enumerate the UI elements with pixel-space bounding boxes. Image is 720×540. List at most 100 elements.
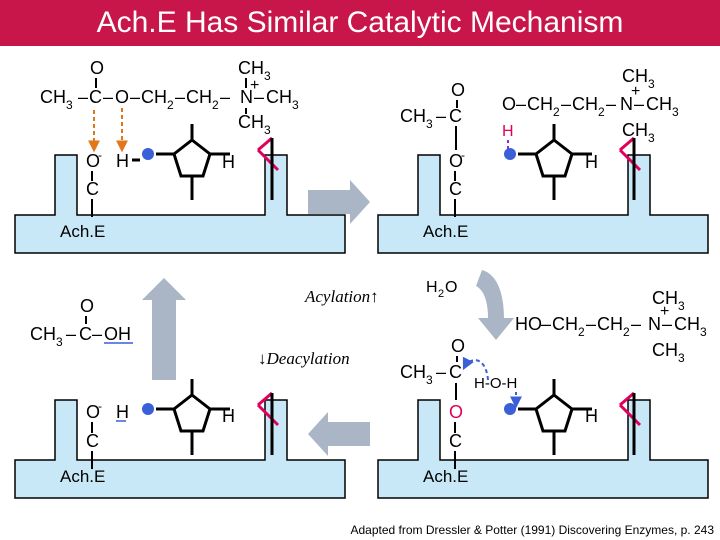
ammonium-charge-tr: +	[631, 83, 640, 100]
n-methyl-right-br: CH	[674, 314, 700, 334]
bond-tl-4: –	[175, 87, 185, 107]
methyl-tr: CH	[400, 106, 426, 126]
histidine-h-bottom-right: H	[585, 406, 598, 426]
bond-br-1: –	[436, 362, 446, 382]
enzyme-surface	[377, 154, 709, 254]
bond-tl-5: –	[220, 87, 230, 107]
acetyl-carbon-tl: C	[89, 87, 102, 107]
methyl-br: CH	[400, 362, 426, 382]
ammonium-charge-br: +	[660, 303, 669, 320]
ammonium-n-tl: N	[240, 87, 253, 107]
arrow-right-down	[476, 270, 514, 340]
bond-bl-1: –	[66, 324, 76, 344]
active-site-bottom-left	[142, 379, 280, 455]
bond-tr-5: –	[634, 94, 644, 114]
n-methyl-right-sub-br: 3	[700, 325, 707, 339]
blue-node	[504, 148, 516, 160]
title-bar	[0, 0, 720, 46]
deacylation-label: ↓Deacylation	[258, 349, 350, 368]
magenta-bar-lower	[618, 403, 642, 427]
methylene-1-sub-tr: 2	[553, 105, 560, 119]
bond-tr-4: –	[606, 94, 616, 114]
water-molecule-br: H-O-H	[474, 375, 517, 392]
enzyme-label: Ach.E	[60, 222, 105, 241]
magenta-bar-lower	[256, 148, 280, 172]
imidazole-ring	[534, 138, 574, 178]
serine-carbon: C	[449, 431, 462, 451]
acylation-label: Acylation↑	[304, 287, 379, 306]
methylene-1-tr: CH	[527, 94, 553, 114]
n-methyl-bottom-sub-tr: 3	[648, 131, 655, 145]
water-o-br: O	[445, 279, 457, 296]
magenta-bar-lower	[256, 403, 280, 427]
carbonyl-o-br: O	[451, 336, 465, 356]
n-methyl-right-tl: CH	[266, 87, 292, 107]
arrow-left-up	[142, 278, 186, 380]
carbonyl-o-bl: O	[80, 296, 94, 316]
imidazole-ring	[172, 138, 212, 178]
ester-oxygen-tl: O	[115, 87, 129, 107]
serine-oxygen: O	[86, 402, 100, 422]
magenta-bar-upper	[257, 136, 273, 152]
ester-o-tr: O	[502, 94, 516, 114]
methylene-2-sub-tr: 2	[598, 105, 605, 119]
methylene-2-sub-tl: 2	[212, 98, 219, 112]
enzyme-panel-top-right: Ach.E	[377, 154, 709, 254]
proton-tr: H	[502, 123, 514, 140]
magenta-bar-upper	[619, 391, 635, 407]
n-methyl-right-sub-tl: 3	[292, 98, 299, 112]
ammonium-n-br: N	[648, 314, 661, 334]
blue-node	[504, 403, 516, 415]
carbonyl-o-tr: O	[451, 80, 465, 100]
bond-tl-1: –	[78, 87, 88, 107]
methylene-2-tl: CH	[186, 87, 212, 107]
histidine-h-top-left: H	[222, 152, 235, 172]
bond-tr-3: –	[561, 94, 571, 114]
n-methyl-top-sub-tl: 3	[264, 69, 271, 83]
bond-tr-2: –	[516, 94, 526, 114]
source-credit: Adapted from Dressler & Potter (1991) Di…	[350, 523, 715, 537]
blue-node	[142, 403, 154, 415]
imidazole-ring	[172, 393, 212, 433]
active-site-bottom-right	[504, 379, 642, 455]
carbon-br: C	[449, 362, 462, 382]
methyl-sub-tr: 3	[426, 117, 433, 131]
enzyme-label: Ach.E	[423, 467, 468, 486]
imidazole-ring	[534, 393, 574, 433]
magenta-bar-lower	[618, 148, 642, 172]
methylene-2-br: CH	[597, 314, 623, 334]
n-methyl-bottom-sub-br: 3	[678, 351, 685, 365]
bond-tr-1: –	[436, 106, 446, 126]
bond-br-3: –	[586, 314, 596, 334]
choline-ho-br: HO	[515, 314, 542, 334]
acetyl-carbonyl-o-tl: O	[90, 58, 104, 78]
n-methyl-right-sub-tr: 3	[672, 105, 679, 119]
methylene-1-sub-tl: 2	[167, 98, 174, 112]
n-methyl-top-tr: CH	[622, 66, 648, 86]
serine-h-tl: H	[116, 151, 129, 171]
oxyanion-charge: -	[461, 148, 465, 162]
serine-carbon: C	[449, 179, 462, 199]
magenta-bar-upper	[619, 136, 635, 152]
page-title: Ach.E Has Similar Catalytic Mechanism	[96, 6, 624, 39]
enzyme-panel-bottom-left: Ach.E	[14, 399, 346, 499]
serine-bottom-right: OC	[449, 402, 463, 469]
n-methyl-right-tr: CH	[646, 94, 672, 114]
histidine-h-bottom-left: H	[222, 406, 235, 426]
serine-h-bl: H	[116, 402, 129, 422]
n-methyl-bottom-br: CH	[652, 340, 678, 360]
n-methyl-top-tl: CH	[238, 58, 264, 78]
blue-node	[142, 148, 154, 160]
methyl-bl: CH	[30, 324, 56, 344]
serine-carbon: C	[86, 179, 99, 199]
serine-top-right: O-C	[449, 148, 465, 217]
methylene-2-tr: CH	[572, 94, 598, 114]
magenta-bar-upper	[257, 391, 273, 407]
active-site-top-right	[504, 124, 642, 200]
arrow-bottom-left	[308, 412, 370, 456]
enzyme-label: Ach.E	[423, 222, 468, 241]
bond-tl-2: –	[103, 87, 113, 107]
bond-tl-6: –	[254, 87, 264, 107]
methylene-1-sub-br: 2	[578, 325, 585, 339]
n-methyl-top-br: CH	[652, 288, 678, 308]
